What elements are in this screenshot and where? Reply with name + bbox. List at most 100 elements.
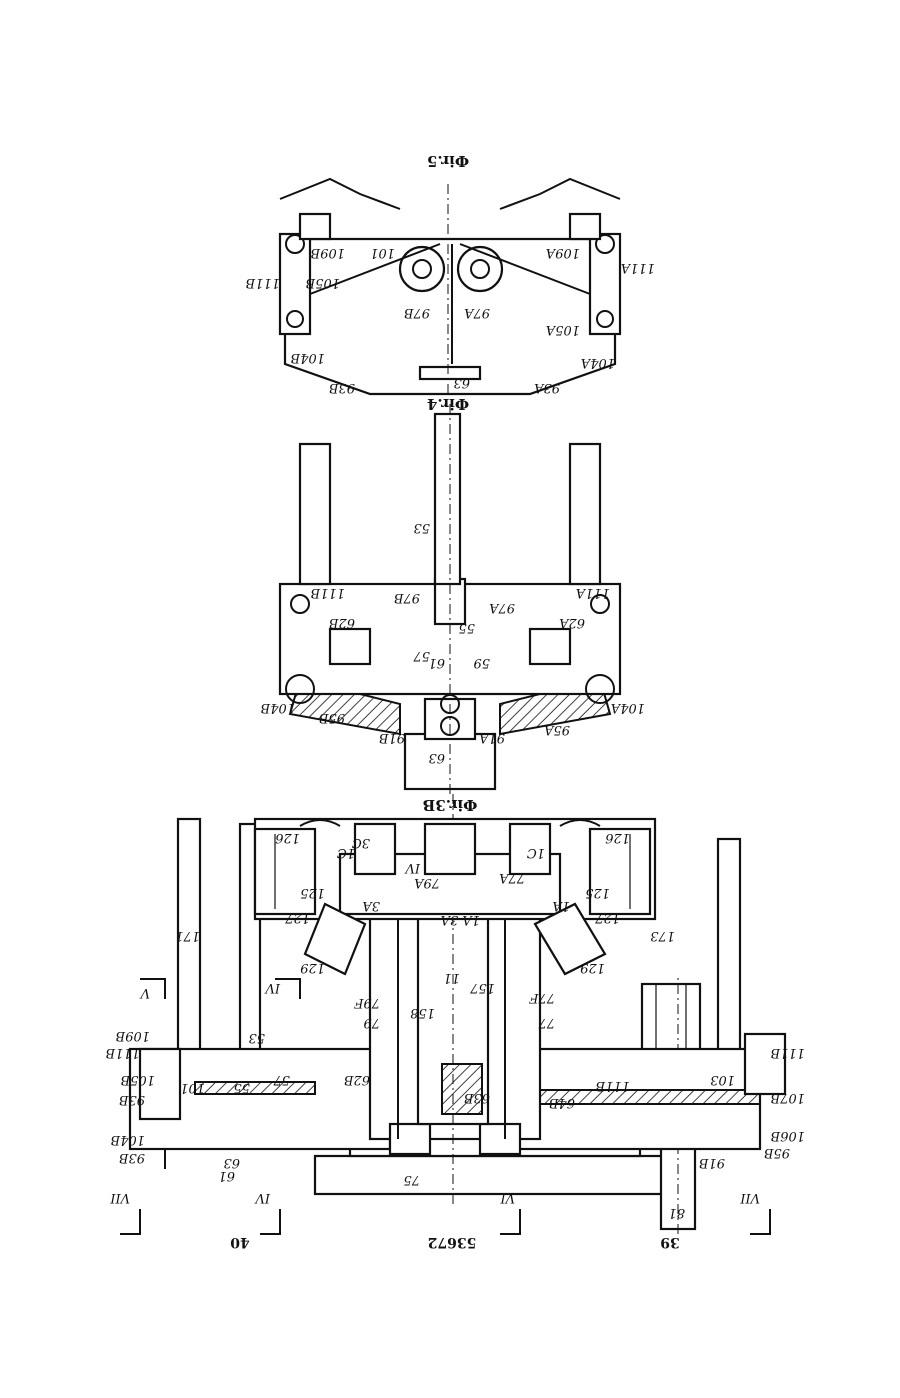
label-1A: 1A [552,898,570,913]
label-129-b: 129 [300,960,325,975]
label-79: 79 [363,1015,380,1030]
label-53-fig4: 53 [413,520,430,535]
post-right-fig5 [300,214,330,239]
label-104B-fig5: 104B [291,350,325,365]
label-VII-a: VII [739,1190,760,1205]
post-left-fig4 [570,444,600,584]
label-127-b: 127 [284,910,310,925]
label-111B-fig5: 111B [246,275,280,290]
label-93B-b: 93B [119,1092,145,1107]
label-91B: 91B [699,1155,725,1170]
label-103: 103 [710,1072,735,1087]
label-109A: 109A [546,245,580,260]
label-126-a: 126 [605,830,630,845]
bracket-107B [745,1034,785,1094]
label-97B-fig5: 97B [404,305,430,320]
lever-105A [590,234,620,334]
label-IV-top: IV [404,860,421,875]
shaft-53-fig4 [435,414,460,584]
label-IV-a: IV [264,980,281,995]
post-right-fig4 [300,444,330,584]
label-111A-fig5: 111A [621,260,655,275]
page-number-center: 53672 [428,1234,477,1250]
label-VI: VI [500,1190,515,1205]
label-81: 81 [668,1205,685,1220]
roller-97A [458,247,502,291]
label-93B-fig5: 93B [329,380,355,395]
label-3A: 3A [362,898,380,913]
gripper-3A [425,824,475,874]
label-95B-fig4: 95B [319,710,345,725]
label-1C-b: 1C [337,845,355,860]
label-173: 173 [650,928,675,943]
label-101-fig5: 101 [370,245,395,260]
post-left-fig5 [570,214,600,239]
label-125-b: 125 [300,885,325,900]
label-106B: 106B [771,1128,805,1143]
label-62A: 62A [559,615,585,630]
label-62B-fig4: 62B [329,615,355,630]
label-53: 53 [248,1030,265,1045]
label-57: 57 [273,1072,290,1087]
page-numbers: 39 53672 40 [230,1234,680,1250]
lever-105B [280,234,310,334]
label-111B-c: 111B [106,1045,140,1060]
roller-62A [530,629,570,664]
central-foot-left [480,1124,520,1154]
label-111A-fig4: 111A [576,585,610,600]
label-62B: 62B [344,1072,370,1087]
label-11: 11 [443,970,460,985]
label-77A: 77A [499,870,525,885]
label-111B-b: 111B [771,1045,805,1060]
label-127-a: 127 [594,910,620,925]
label-V: V [139,985,150,1000]
label-77: 77 [538,1015,555,1030]
label-105B-fig5: 105B [306,275,340,290]
label-93B-a: 93B [119,1150,145,1165]
label-95B: 95B [764,1145,790,1160]
label-171: 171 [175,928,200,943]
label-105B: 105B [121,1072,155,1087]
label-VII-b: VII [109,1190,130,1205]
label-104A: 104A [611,700,645,715]
label-1C-a: 1C [527,845,545,860]
label-157: 157 [469,980,495,995]
label-105A-fig5: 105A [546,322,580,337]
label-61: 61 [218,1168,235,1183]
label-97B-fig4: 97B [394,590,420,605]
hatched-rail-left [510,1090,760,1104]
label-109B: 109B [116,1028,150,1043]
figure-5: 63 93A 93B 104A 104B 97A 97B 105A 105B 1… [246,152,655,395]
label-104B: 104B [111,1132,145,1147]
label-57-fig4: 57 [413,648,430,663]
label-125-a: 125 [585,885,610,900]
caption-fig4: Фir.4 [427,395,469,413]
page-number-left: 39 [660,1234,679,1250]
roller-62B [330,629,370,664]
label-91A: 91A [479,730,505,745]
hatched-rail-right [195,1082,315,1094]
label-63B: 63B [464,1090,490,1105]
label-77F: 77F [528,990,555,1005]
label-126-b: 126 [275,830,300,845]
label-104B-fig4: 104B [261,700,295,715]
label-55-fig4: 55 [458,620,475,635]
label-104A-fig5: 104A [581,355,615,370]
base-63-fig5 [420,367,480,379]
rotated-sheet: 39 53672 40 [106,152,805,1250]
label-IV-b: IV [254,1190,271,1205]
block-63B [442,1064,482,1114]
label-63: 63 [223,1155,240,1170]
caption-fig5: Фir.5 [427,152,469,170]
label-109B-fig5: 109B [311,245,345,260]
label-79F: 79F [353,995,380,1010]
label-93A: 93A [534,380,560,395]
label-59: 59 [473,655,490,670]
label-63-fig4: 63 [428,750,445,765]
label-64B: 64B [549,1095,575,1110]
label-1A-3A: 1A 3A [441,912,480,927]
label-75: 75 [403,1172,420,1187]
figure-3b: 81 VII VI IV VII 75 91B 95B 106B 63 61 9… [106,794,805,1234]
